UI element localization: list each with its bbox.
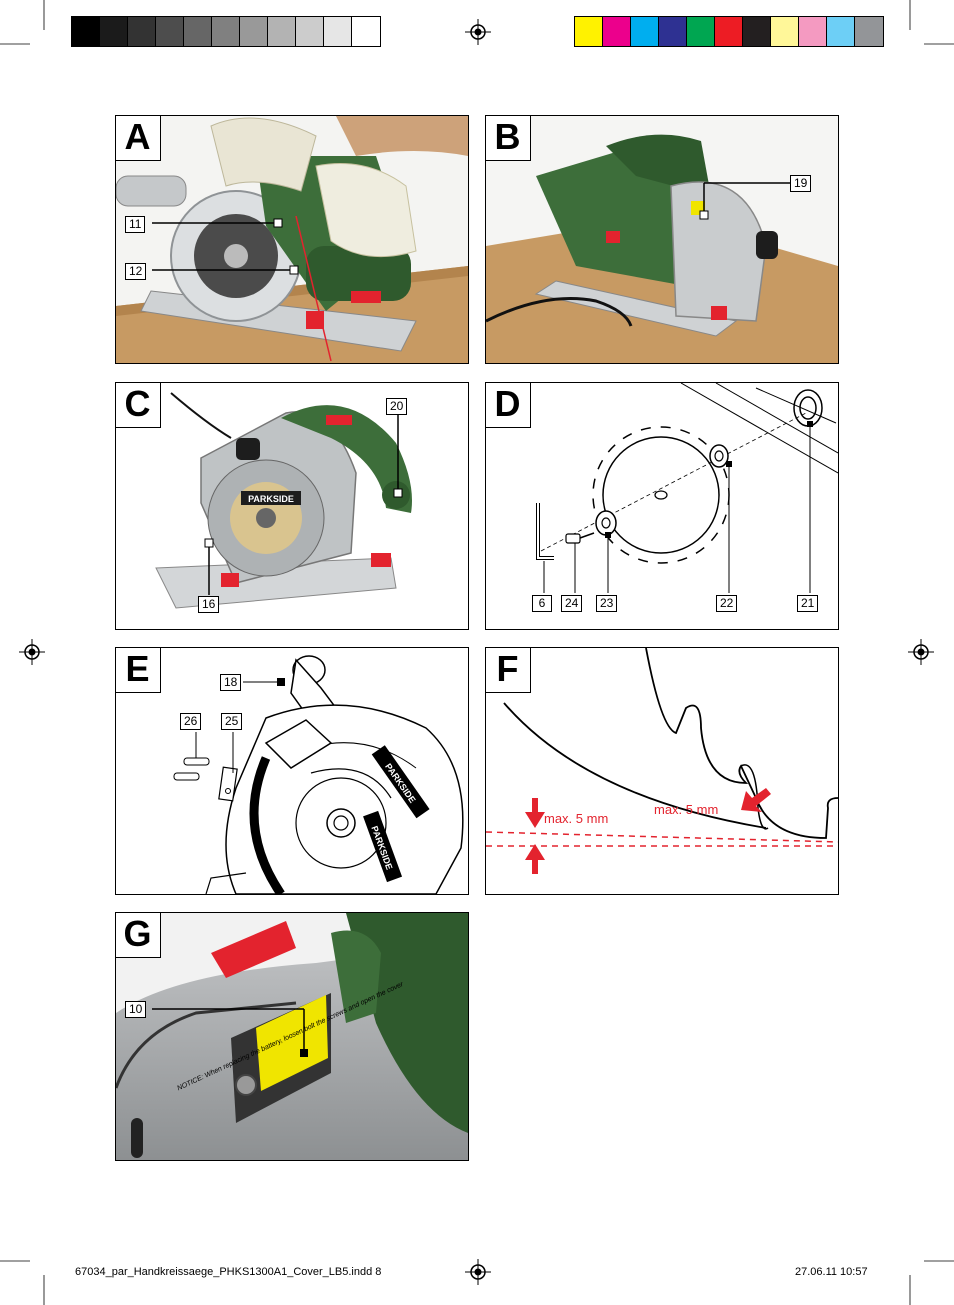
panel-letter: B (486, 116, 531, 161)
callout-26: 26 (180, 713, 202, 730)
color-swatch (323, 16, 353, 47)
callout-11: 11 (125, 216, 146, 233)
gap-label-left: max. 5 mm (544, 811, 609, 826)
callout-24: 24 (561, 595, 583, 612)
callout-25: 25 (221, 713, 243, 730)
color-swatch (770, 16, 800, 47)
figure-panel-g: G NOTICE: When replacing the battery, lo… (115, 912, 469, 1161)
color-swatch (574, 16, 604, 47)
panel-letter: E (116, 648, 161, 693)
color-swatch (99, 16, 129, 47)
callout-19: 19 (790, 175, 812, 192)
registration-mark-icon (908, 639, 934, 665)
color-swatch (155, 16, 185, 47)
figure-panel-b: B 19 (485, 115, 839, 364)
color-swatch (351, 16, 381, 47)
color-swatch (602, 16, 632, 47)
figure-panel-d: D 6 (485, 382, 839, 630)
figure-panel-e: E PARKSIDE PARKSIDE (115, 647, 469, 895)
color-swatch (71, 16, 101, 47)
figure-panel-c: C PARKSIDE 20 16 (115, 382, 469, 630)
color-swatch (686, 16, 716, 47)
registration-mark-icon (19, 639, 45, 665)
saw-side-photo (486, 116, 838, 363)
color-swatch (798, 16, 828, 47)
color-swatch (127, 16, 157, 47)
callout-16: 16 (198, 596, 220, 613)
panel-letter: A (116, 116, 161, 161)
callout-23: 23 (596, 595, 618, 612)
figure-panel-f: F max. 5 mm max. 5 mm (485, 647, 839, 895)
callout-12: 12 (125, 263, 147, 280)
color-swatch (826, 16, 856, 47)
callout-18: 18 (220, 674, 242, 691)
riving-knife-gap-diagram (486, 648, 838, 894)
saw-cutting-photo (116, 116, 468, 363)
callout-22: 22 (716, 595, 738, 612)
color-swatch (267, 16, 297, 47)
panel-letter: F (486, 648, 531, 693)
callout-6: 6 (532, 595, 552, 612)
color-swatch (854, 16, 884, 47)
registration-mark-icon (465, 1259, 491, 1285)
battery-cover-photo: NOTICE: When replacing the battery, loos… (116, 913, 468, 1160)
blade-guard-diagram: PARKSIDE PARKSIDE (116, 648, 468, 894)
saw-front-photo: PARKSIDE (116, 383, 468, 629)
panel-letter: G (116, 913, 161, 958)
color-swatch (211, 16, 241, 47)
color-swatch (714, 16, 744, 47)
color-swatch (742, 16, 772, 47)
gap-label-right: max. 5 mm (654, 802, 719, 817)
callout-10: 10 (125, 1001, 147, 1018)
panel-letter: C (116, 383, 161, 428)
blade-assembly-diagram (486, 383, 838, 629)
color-swatch (630, 16, 660, 47)
color-swatch (183, 16, 213, 47)
color-swatch (239, 16, 269, 47)
footer-file: 67034_par_Handkreissaege_PHKS1300A1_Cove… (75, 1266, 382, 1278)
brand-text: PARKSIDE (248, 494, 294, 504)
figure-panel-a: A 11 12 (115, 115, 469, 364)
callout-20: 20 (386, 398, 408, 415)
registration-mark-icon (465, 19, 491, 45)
color-swatch (295, 16, 325, 47)
callout-21: 21 (797, 595, 819, 612)
color-swatch (658, 16, 688, 47)
footer-date: 27.06.11 10:57 (795, 1266, 868, 1278)
panel-letter: D (486, 383, 531, 428)
